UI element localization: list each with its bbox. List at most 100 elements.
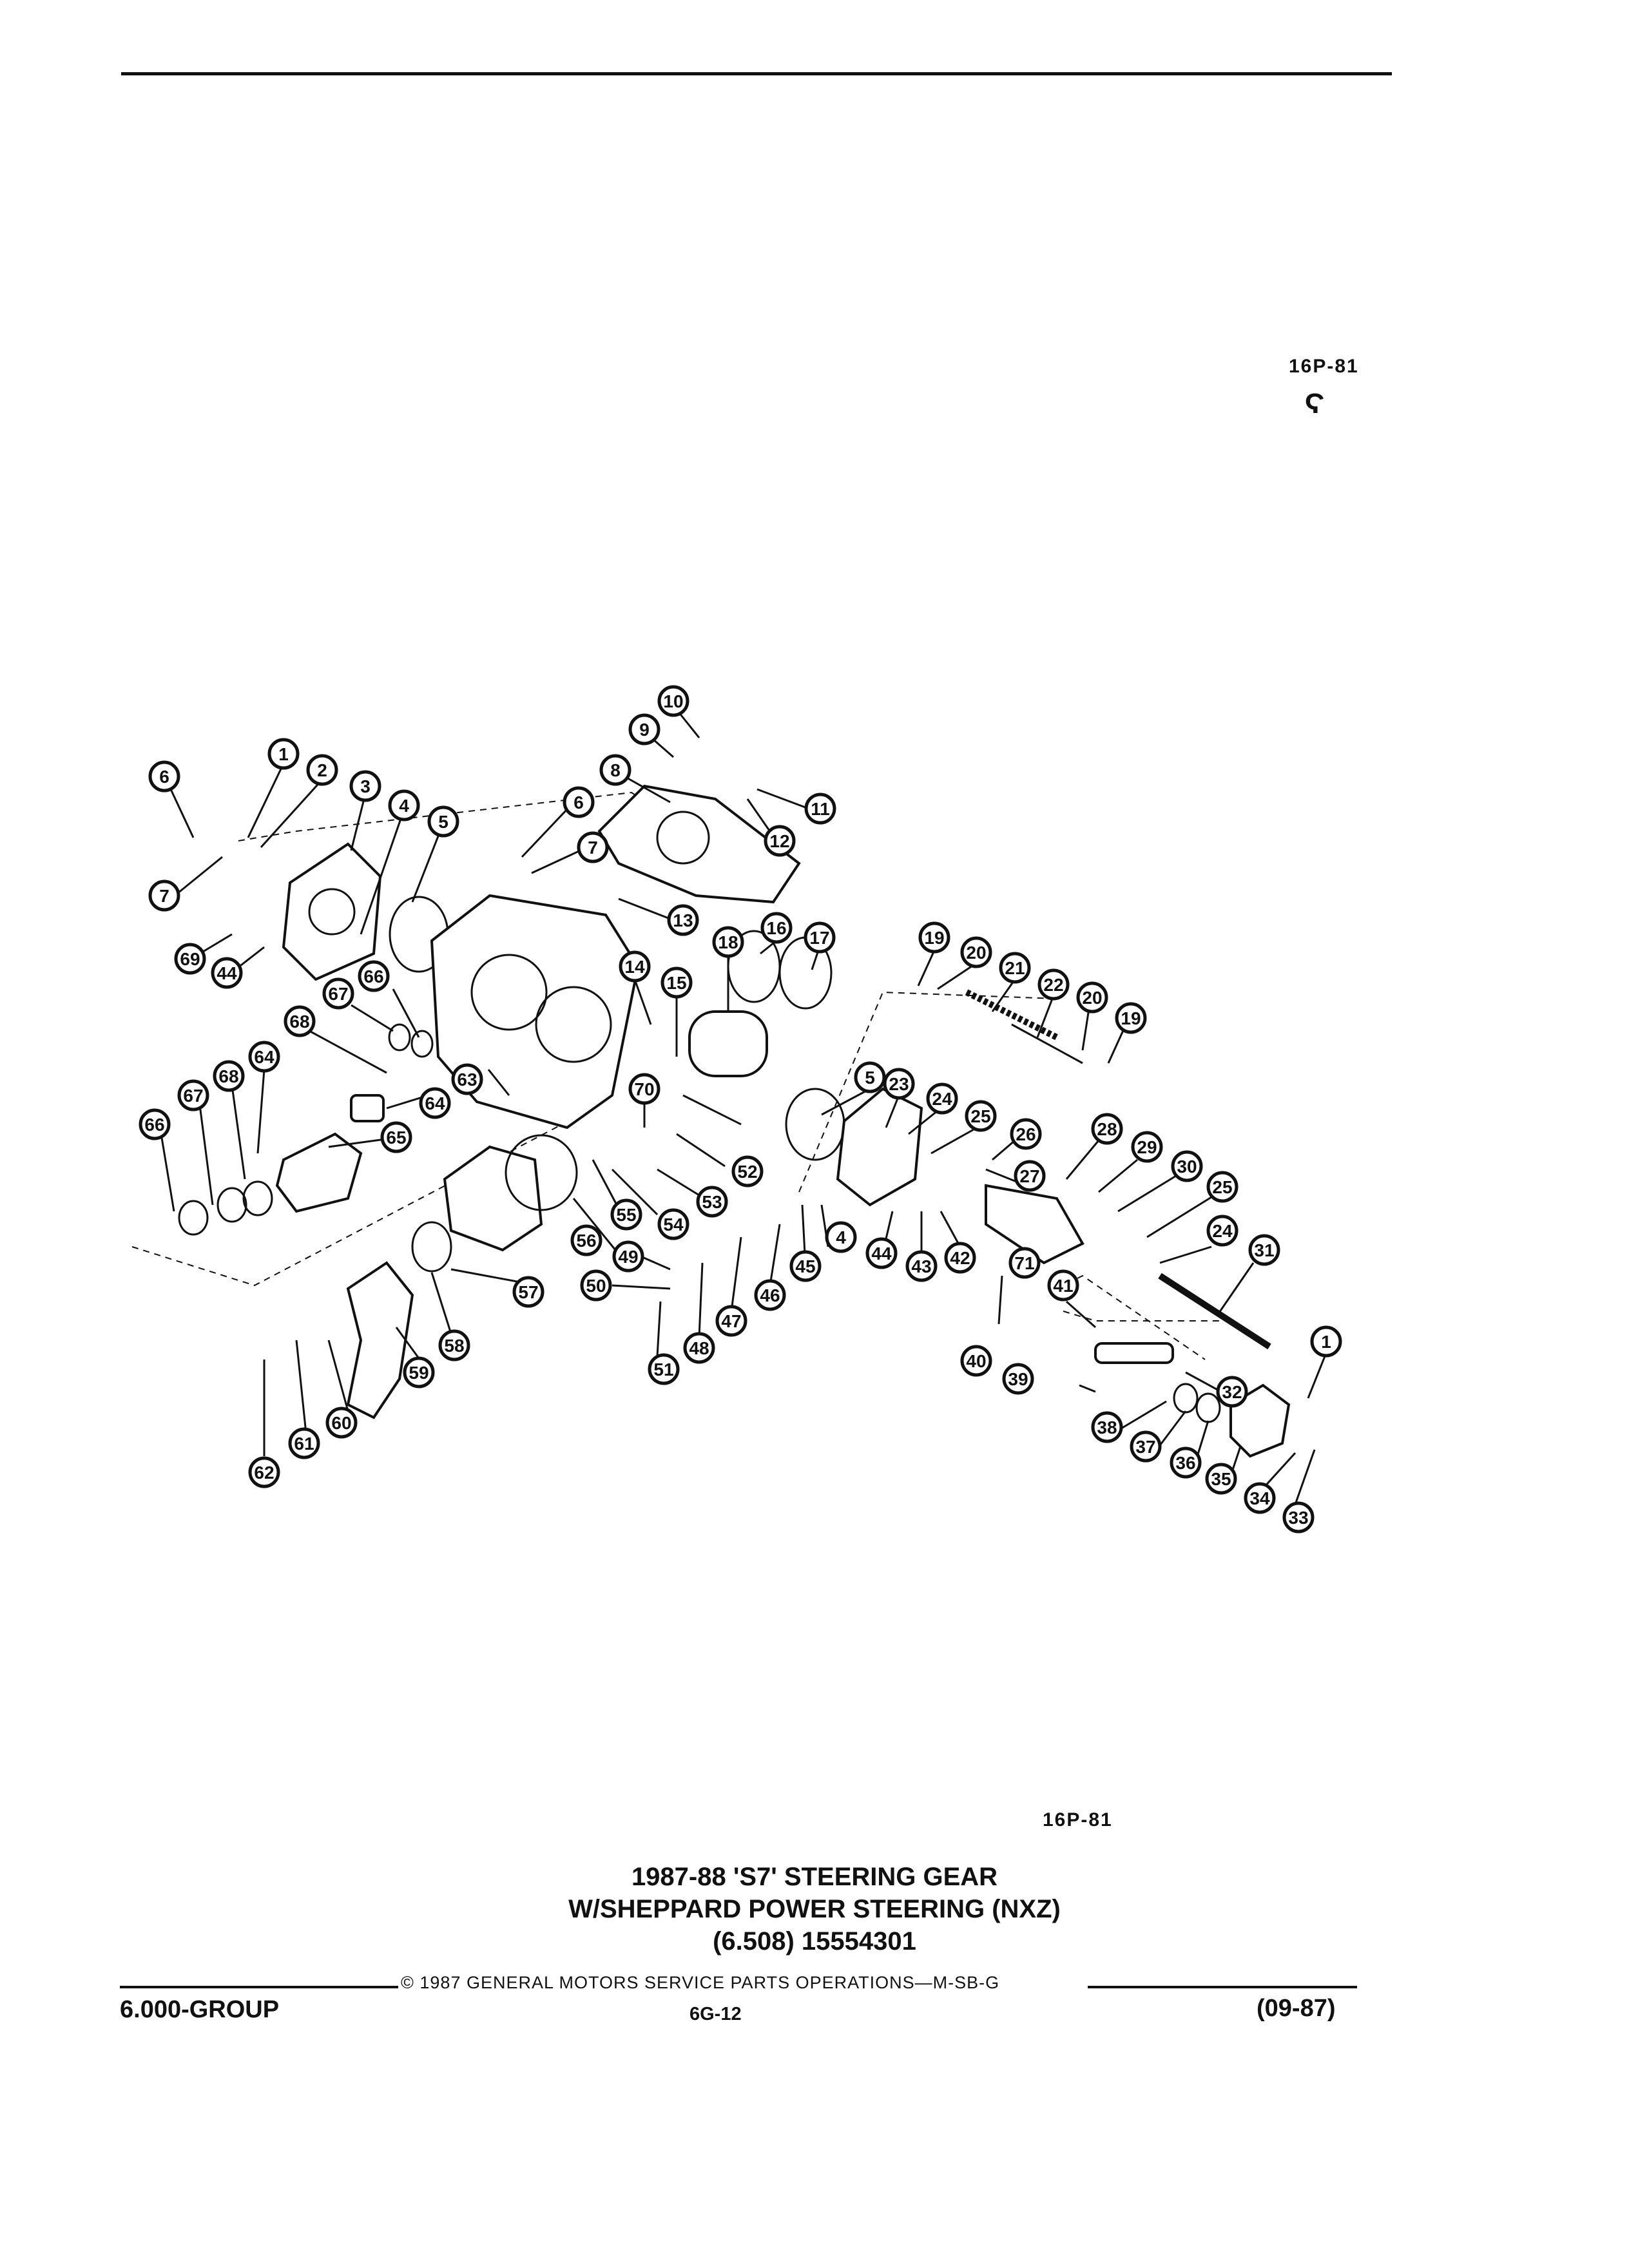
callout-45: 45 — [789, 1250, 822, 1282]
callout-66b: 66 — [139, 1108, 171, 1140]
callout-4: 4 — [388, 789, 420, 822]
callout-48: 48 — [683, 1332, 715, 1364]
callout-6: 6 — [148, 760, 180, 793]
callout-4b: 4 — [825, 1221, 857, 1253]
svg-text:44: 44 — [217, 963, 237, 983]
title-line-1: 1987-88 'S7' STEERING GEAR — [631, 1863, 998, 1891]
svg-text:53: 53 — [702, 1192, 722, 1212]
svg-text:19: 19 — [924, 928, 944, 948]
callout-42: 42 — [944, 1242, 976, 1274]
top-rule — [121, 72, 1392, 75]
callout-17: 17 — [804, 921, 836, 954]
callout-6b: 6 — [563, 786, 595, 818]
callout-24a: 24 — [926, 1082, 958, 1115]
callout-44a: 44 — [211, 957, 243, 989]
svg-text:29: 29 — [1137, 1137, 1157, 1157]
callout-5: 5 — [427, 805, 459, 838]
svg-text:25: 25 — [970, 1106, 990, 1126]
svg-text:50: 50 — [586, 1276, 606, 1296]
title-line-3: (6.508) 15554301 — [713, 1927, 916, 1956]
svg-text:41: 41 — [1053, 1276, 1073, 1296]
svg-text:19: 19 — [1121, 1008, 1141, 1028]
svg-text:10: 10 — [663, 691, 683, 711]
svg-text:38: 38 — [1097, 1418, 1117, 1437]
svg-text:61: 61 — [294, 1434, 314, 1454]
piston-part — [688, 1010, 768, 1077]
callout-46: 46 — [754, 1279, 786, 1311]
svg-text:6: 6 — [159, 767, 169, 787]
callout-40: 40 — [960, 1345, 992, 1377]
callout-53: 53 — [696, 1186, 728, 1218]
svg-text:71: 71 — [1014, 1253, 1034, 1273]
svg-text:54: 54 — [663, 1215, 684, 1235]
callout-35: 35 — [1205, 1463, 1237, 1495]
callout-65: 65 — [380, 1121, 412, 1153]
callout-37: 37 — [1130, 1430, 1162, 1463]
svg-text:7: 7 — [159, 886, 169, 906]
callout-36: 36 — [1170, 1446, 1202, 1479]
svg-text:7: 7 — [588, 838, 598, 858]
callout-25b: 25 — [1206, 1171, 1239, 1203]
svg-text:39: 39 — [1008, 1369, 1028, 1389]
callout-30: 30 — [1171, 1150, 1203, 1182]
svg-text:56: 56 — [576, 1231, 596, 1251]
svg-text:43: 43 — [911, 1256, 931, 1276]
callout-20a: 20 — [960, 936, 992, 968]
callout-3: 3 — [349, 770, 381, 802]
valve-body-part — [836, 1087, 923, 1207]
callout-9: 9 — [628, 713, 660, 745]
publisher-logo-icon: Ϛ — [1304, 388, 1325, 419]
callout-54: 54 — [657, 1208, 689, 1240]
callout-15: 15 — [660, 966, 693, 999]
svg-text:16: 16 — [766, 918, 786, 938]
svg-text:22: 22 — [1043, 975, 1063, 995]
svg-text:36: 36 — [1175, 1453, 1195, 1473]
callout-23: 23 — [883, 1068, 915, 1100]
svg-text:46: 46 — [760, 1285, 780, 1305]
callout-61: 61 — [288, 1427, 320, 1459]
svg-text:8: 8 — [610, 760, 621, 780]
callout-50: 50 — [580, 1269, 612, 1302]
callout-8: 8 — [599, 754, 631, 786]
svg-text:60: 60 — [331, 1413, 351, 1433]
callout-33: 33 — [1282, 1501, 1315, 1533]
svg-text:26: 26 — [1016, 1124, 1036, 1144]
callout-57: 57 — [512, 1276, 545, 1308]
callout-43: 43 — [905, 1250, 938, 1282]
callout-7: 7 — [148, 879, 180, 912]
svg-text:14: 14 — [624, 957, 645, 977]
svg-text:30: 30 — [1177, 1157, 1197, 1177]
svg-text:23: 23 — [889, 1074, 909, 1094]
callout-64b: 64 — [248, 1041, 280, 1073]
svg-text:63: 63 — [457, 1070, 477, 1090]
side-cover-part — [443, 1145, 543, 1252]
callout-14: 14 — [619, 950, 651, 983]
svg-text:2: 2 — [317, 760, 327, 780]
svg-text:1: 1 — [278, 744, 289, 764]
callout-1b: 1 — [1310, 1325, 1342, 1358]
copyright-notice: © 1987 GENERAL MOTORS SERVICE PARTS OPER… — [401, 1973, 1000, 1992]
callout-25a: 25 — [965, 1100, 997, 1132]
footer-rule-right — [1088, 1986, 1357, 1988]
group-label: 6.000-GROUP — [120, 1996, 280, 2023]
figure-code-bottom: 16P-81 — [1043, 1809, 1113, 1831]
title-line-2: W/SHEPPARD POWER STEERING (NXZ) — [568, 1895, 1061, 1923]
svg-text:13: 13 — [673, 910, 693, 930]
svg-text:34: 34 — [1249, 1488, 1270, 1508]
svg-text:70: 70 — [634, 1079, 654, 1099]
svg-text:3: 3 — [360, 776, 371, 796]
svg-text:62: 62 — [254, 1463, 274, 1483]
end-cover-part — [282, 842, 382, 981]
callout-26: 26 — [1010, 1118, 1042, 1150]
callout-44b: 44 — [865, 1237, 898, 1269]
svg-text:31: 31 — [1254, 1240, 1274, 1260]
svg-text:65: 65 — [386, 1128, 406, 1148]
worm-shaft-part — [1094, 1342, 1174, 1364]
callout-38: 38 — [1091, 1411, 1123, 1443]
callout-2: 2 — [306, 754, 338, 786]
svg-text:4: 4 — [399, 796, 409, 816]
svg-text:24: 24 — [932, 1089, 952, 1109]
svg-text:49: 49 — [618, 1247, 638, 1267]
callout-66a: 66 — [358, 960, 390, 992]
callout-58: 58 — [438, 1329, 470, 1361]
